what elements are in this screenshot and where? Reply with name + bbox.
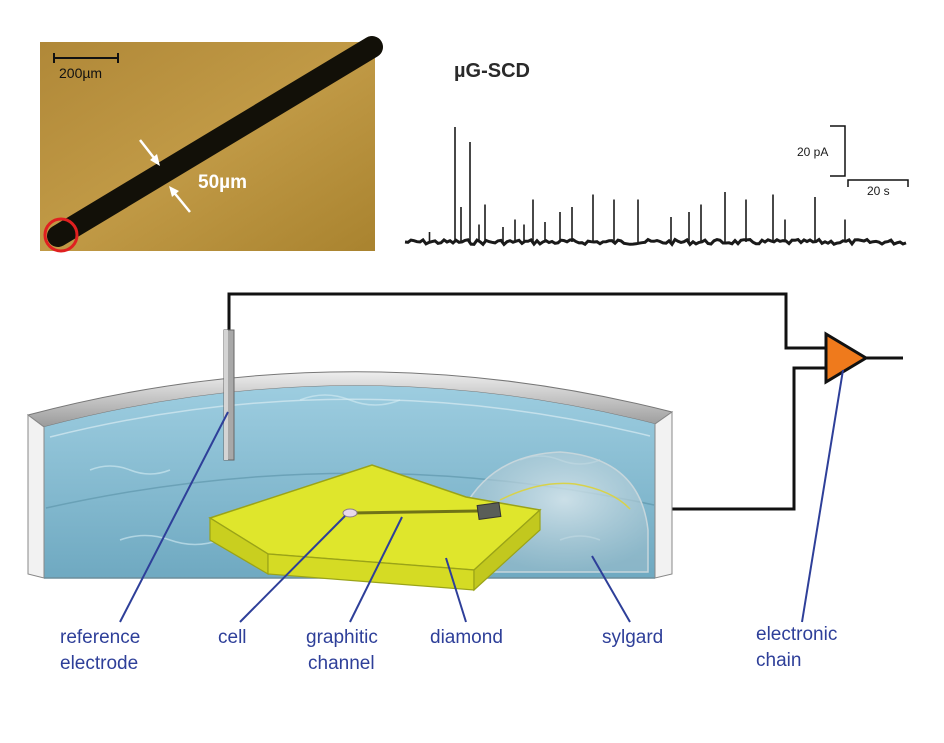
label-reference-line2: electrode: [60, 653, 138, 674]
micrograph-scalebar-label: 200µm: [59, 65, 102, 81]
trace-y-scale-label: 20 pA: [797, 145, 828, 159]
label-electronic-line1: electronic: [756, 624, 837, 645]
channel-wire: [660, 366, 826, 511]
reference-electrode: [223, 329, 235, 461]
reference-wire: [227, 292, 826, 350]
label-electronic-line2: chain: [756, 650, 801, 671]
graphitic-channel: [351, 509, 479, 515]
diamond-substrate: [208, 464, 542, 592]
dish-wall-right: [654, 411, 673, 579]
micrograph-panel: 200µm 50µm: [40, 36, 383, 253]
callout-cell: [239, 515, 346, 623]
sylgard-wire: [499, 482, 631, 510]
label-graphitic-line1: graphitic: [306, 627, 378, 648]
callout-reference-electrode: [119, 411, 229, 623]
micrograph-width-label: 50µm: [198, 172, 247, 193]
callout-graphitic-channel: [349, 516, 403, 623]
label-sylgard: sylgard: [602, 627, 663, 648]
trace-x-scale-label: 20 s: [867, 184, 890, 198]
callout-sylgard: [591, 555, 631, 623]
amplifier-triangle-icon: [824, 331, 869, 385]
trace-x-scalebar: [847, 179, 909, 187]
callouts: [119, 369, 844, 623]
trace-baseline: [404, 237, 907, 247]
trace-spikes: [428, 127, 846, 242]
graphitic-channel-image: [47, 36, 383, 247]
dish-wall-left: [27, 414, 45, 579]
cell-icon: [342, 508, 358, 518]
callout-electronic-chain: [801, 369, 844, 623]
trace-panel: µG-SCD 20 pA 20 s: [404, 60, 909, 247]
label-diamond: diamond: [430, 627, 503, 648]
trace-title: µG-SCD: [454, 60, 530, 82]
trace-y-scalebar: [830, 125, 846, 177]
label-reference-line1: reference: [60, 627, 140, 648]
label-graphitic-line2: channel: [308, 653, 375, 674]
red-circle-marker: [43, 217, 79, 253]
callout-diamond: [445, 557, 467, 623]
label-cell: cell: [218, 627, 247, 648]
contact-pad: [476, 501, 502, 521]
